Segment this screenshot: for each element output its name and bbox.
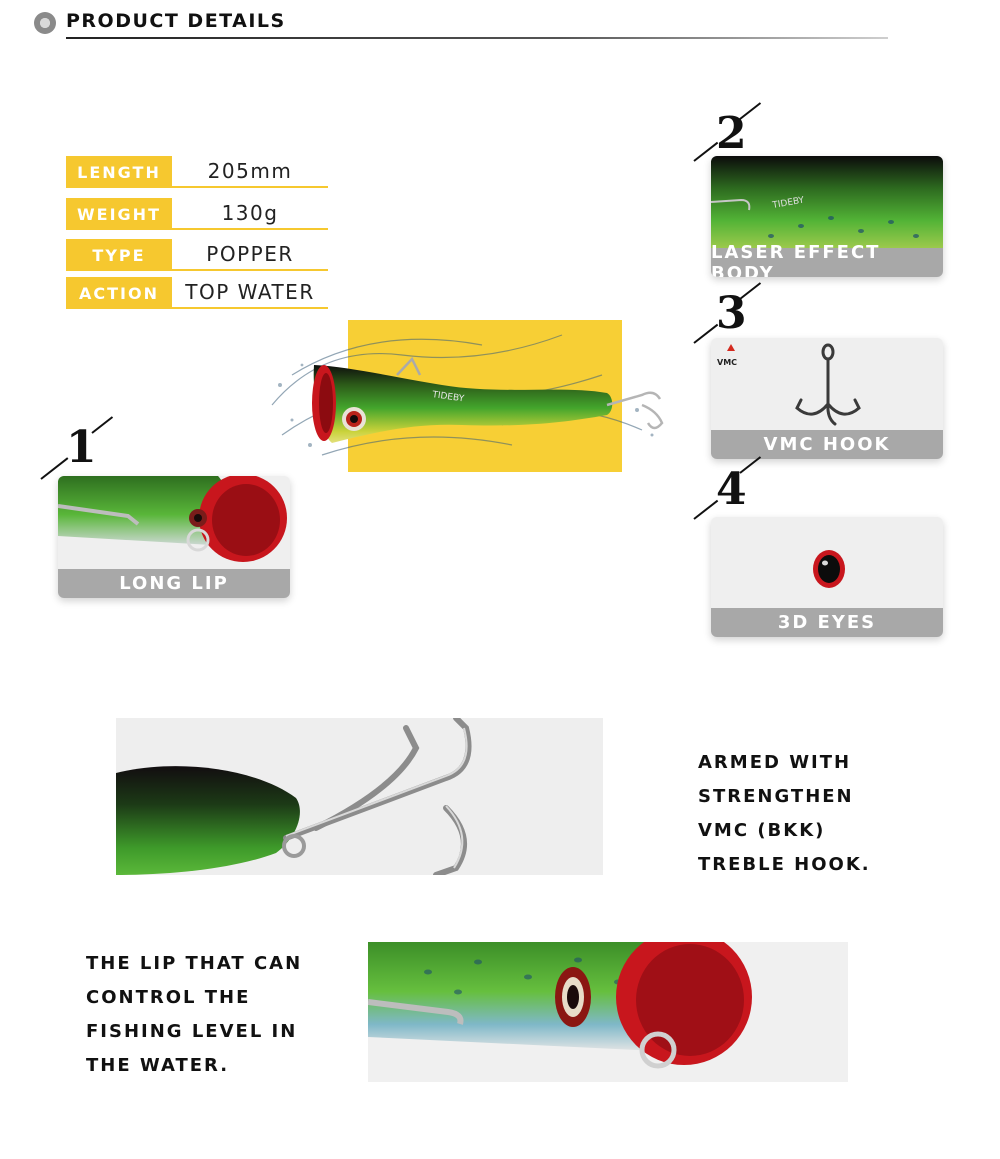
long-lip-image — [58, 476, 287, 562]
header-divider — [66, 37, 888, 39]
callout-4-number: 4 — [716, 464, 747, 515]
brand-mark: TIDEBY — [431, 390, 466, 405]
spec-row-weight: WEIGHT 130g — [66, 198, 328, 230]
hook-closeup-image — [116, 718, 603, 875]
3d-eye-icon — [813, 550, 845, 588]
caption-line: VMC (BKK) — [698, 820, 826, 841]
caption-line: THE LIP THAT CAN — [86, 953, 303, 974]
spec-value: TOP WATER — [172, 277, 328, 309]
feature-label: LASER EFFECT BODY — [711, 242, 943, 277]
caption-line: TREBLE HOOK. — [698, 854, 871, 875]
laser-body-image: TIDEBY — [711, 156, 943, 248]
spec-label: LENGTH — [66, 156, 172, 188]
spec-label: ACTION — [66, 277, 172, 309]
feature-label: LONG LIP — [58, 569, 290, 598]
spec-value: 205mm — [172, 156, 328, 188]
hero-lure-image: TIDEBY — [262, 315, 682, 480]
caption-line: THE WATER. — [86, 1055, 230, 1076]
page-title: PRODUCT DETAILS — [66, 10, 286, 32]
lip-closeup-image — [368, 942, 848, 1082]
caption-line: CONTROL THE — [86, 987, 251, 1008]
hook-caption: ARMED WITH STRENGTHEN VMC (BKK) TREBLE H… — [698, 746, 871, 882]
spec-row-type: TYPE POPPER — [66, 239, 328, 271]
treble-hook-icon — [795, 343, 861, 426]
feature-card-vmc-hook: VMC VMC HOOK — [711, 338, 943, 459]
feature-label: VMC HOOK — [711, 430, 943, 459]
caption-line: ARMED WITH — [698, 752, 852, 773]
header-bullet-icon — [34, 12, 56, 34]
feature-card-3d-eyes: 3D EYES — [711, 517, 943, 637]
feature-card-long-lip: LONG LIP — [58, 476, 290, 598]
spec-value: POPPER — [172, 239, 328, 271]
caption-line: STRENGTHEN — [698, 786, 854, 807]
feature-card-laser-body: TIDEBY LASER EFFECT BODY — [711, 156, 943, 277]
feature-label: 3D EYES — [711, 608, 943, 637]
spec-row-action: ACTION TOP WATER — [66, 277, 328, 309]
vmc-logo-icon — [727, 344, 735, 351]
spec-label: WEIGHT — [66, 198, 172, 230]
spec-label: TYPE — [66, 239, 172, 271]
lip-caption: THE LIP THAT CAN CONTROL THE FISHING LEV… — [86, 947, 302, 1083]
caption-line: FISHING LEVEL IN — [86, 1021, 298, 1042]
spec-value: 130g — [172, 198, 328, 230]
spec-row-length: LENGTH 205mm — [66, 156, 328, 188]
vmc-logo-text: VMC — [717, 358, 738, 367]
